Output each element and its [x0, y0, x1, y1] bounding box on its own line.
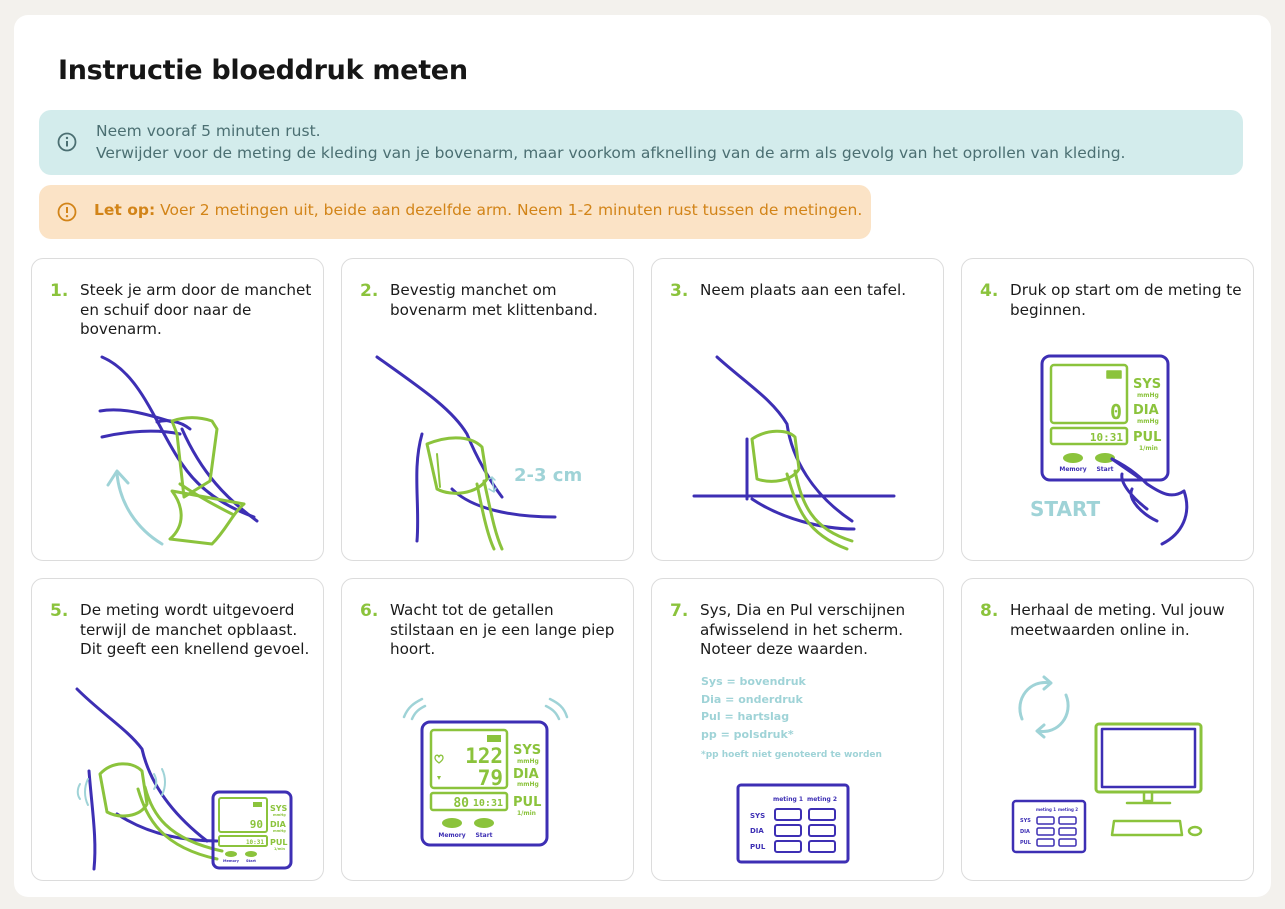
start-caption: START	[1030, 497, 1100, 521]
info-icon	[57, 132, 77, 152]
start-label: Start	[246, 859, 256, 863]
legend-item: Sys = bovendruk	[701, 675, 806, 688]
warning-label: Let op:	[94, 201, 156, 219]
dia-value: 79	[478, 766, 503, 790]
step-number: 8.	[980, 601, 999, 621]
pul-label: PUL	[513, 795, 541, 810]
step-text: Druk op start om de meting te beginnen.	[1010, 281, 1242, 319]
legend-item: Pul = hartslag	[701, 710, 790, 723]
memory-label: Memory	[1059, 466, 1086, 473]
step-number: 5.	[50, 601, 69, 621]
repeat-and-submit-illustration: meting 1 meting 2 SYS DIA PUL	[1011, 675, 1203, 854]
info-line-2: Verwijder voor de meting de kleding van …	[96, 144, 1126, 162]
display-value: 0	[1110, 400, 1122, 424]
display-time: 10:31	[246, 839, 264, 846]
sit-at-table-illustration	[692, 355, 896, 551]
step-number: 1.	[50, 281, 69, 301]
distance-label: 2-3 cm	[514, 465, 582, 486]
start-button[interactable]	[1095, 453, 1115, 463]
dia-unit: mmHg	[273, 829, 286, 833]
step-text: Steek je arm door de manchet en schuif d…	[80, 281, 312, 338]
repeat-icon	[1018, 675, 1070, 739]
step-text: Neem plaats aan een tafel.	[700, 281, 907, 299]
sys-label: SYS	[1133, 377, 1161, 392]
dia-label: DIA	[1133, 403, 1159, 418]
sys-unit: mmHg	[273, 813, 286, 817]
warning-text: Voer 2 metingen uit, beide aan dezelfde …	[160, 201, 863, 219]
sys-value: 122	[465, 744, 503, 768]
step-1-card: 1. Steek je arm door de manchet en schui…	[31, 258, 324, 561]
warning-icon	[57, 202, 77, 222]
sys-unit: mmHg	[517, 758, 539, 765]
row-label: SYS	[750, 812, 765, 820]
monitor-result-illustration: 122 79 80 10:31 SYS mmHg DIA mmHg PUL 1/…	[402, 697, 569, 847]
legend-item: Dia = onderdruk	[701, 692, 803, 706]
step-5-card: 5. De meting wordt uitgevoerd terwijl de…	[31, 578, 324, 881]
start-button[interactable]	[474, 818, 494, 828]
sys-label: SYS	[513, 743, 541, 758]
step-number: 4.	[980, 281, 999, 301]
step-7-card: 7. Sys, Dia en Pul verschijnen afwissele…	[651, 578, 944, 881]
cuff-inflating-illustration: 90 10:31 SYS mmHg DIA mmHg PUL 1/min Mem…	[75, 687, 293, 871]
step-text: Sys, Dia en Pul verschijnen afwisselend …	[700, 601, 906, 658]
legend-footnote: *pp hoeft niet genoteerd te worden	[701, 750, 882, 760]
step-3-card: 3. Neem plaats aan een tafel.	[651, 258, 944, 561]
page-title: Instructie bloeddruk meten	[58, 55, 468, 86]
dia-label: DIA	[513, 767, 539, 782]
start-button[interactable]	[245, 851, 257, 857]
step-text: Wacht tot de getallen stilstaan en je ee…	[390, 601, 615, 658]
step-text: Bevestig manchet om bovenarm met klitten…	[390, 281, 598, 319]
step-number: 6.	[360, 601, 379, 621]
pul-label: PUL	[270, 838, 287, 847]
abbreviation-legend: Sys = bovendruk Dia = onderdruk Pul = ha…	[701, 673, 882, 765]
dia-label: DIA	[270, 820, 287, 829]
row-label: DIA	[1020, 829, 1030, 835]
pul-unit: 1/min	[274, 847, 286, 851]
step-8-card: 8. Herhaal de meting. Vul jouw meetwaard…	[961, 578, 1254, 881]
dia-unit: mmHg	[517, 781, 539, 788]
arm-through-cuff-illustration	[98, 355, 259, 546]
measurement-table-illustration: meting 1 meting 2 SYS DIA PUL	[736, 783, 850, 864]
memory-button[interactable]	[1063, 453, 1083, 463]
info-banner: Neem vooraf 5 minuten rust. Verwijder vo…	[39, 110, 1243, 175]
display-time: 10:31	[473, 798, 503, 809]
row-label: DIA	[750, 827, 764, 835]
legend-item: pp = polsdruk*	[701, 727, 794, 741]
start-label: Start	[1096, 466, 1113, 473]
memory-label: Memory	[438, 832, 465, 839]
memory-button[interactable]	[225, 851, 237, 857]
step-text: De meting wordt uitgevoerd terwijl de ma…	[80, 601, 310, 658]
row-label: SYS	[1020, 818, 1031, 824]
sys-label: SYS	[270, 804, 288, 813]
pul-unit: 1/min	[1139, 445, 1158, 452]
press-start-illustration: 0 10:31 SYS mmHg DIA mmHg PUL 1/min Memo…	[1030, 354, 1189, 546]
pul-unit: 1/min	[517, 810, 536, 817]
display-time: 10:31	[1090, 431, 1123, 444]
start-label: Start	[475, 832, 492, 839]
col-header-2: meting 2	[1058, 807, 1078, 812]
step-number: 7.	[670, 601, 689, 621]
col-header-1: meting 1	[773, 796, 803, 803]
cuff-fasten-illustration: 2-3 cm	[375, 355, 582, 551]
sys-unit: mmHg	[1137, 392, 1159, 399]
memory-label: Memory	[223, 859, 240, 863]
col-header-1: meting 1	[1036, 807, 1056, 812]
step-text: Herhaal de meting. Vul jouw meetwaarden …	[1010, 601, 1225, 639]
pul-value: 80	[453, 796, 469, 811]
dia-unit: mmHg	[1137, 418, 1159, 425]
display-value: 90	[250, 818, 263, 831]
step-6-card: 6. Wacht tot de getallen stilstaan en je…	[341, 578, 634, 881]
col-header-2: meting 2	[807, 796, 837, 803]
memory-button[interactable]	[442, 818, 462, 828]
row-label: PUL	[1020, 840, 1032, 846]
step-number: 2.	[360, 281, 379, 301]
info-line-1: Neem vooraf 5 minuten rust.	[96, 122, 321, 140]
pul-label: PUL	[1133, 430, 1161, 445]
row-label: PUL	[750, 843, 766, 851]
step-4-card: 4. Druk op start om de meting te beginne…	[961, 258, 1254, 561]
step-number: 3.	[670, 281, 689, 301]
warning-banner: Let op: Voer 2 metingen uit, beide aan d…	[39, 185, 871, 239]
step-2-card: 2. Bevestig manchet om bovenarm met klit…	[341, 258, 634, 561]
